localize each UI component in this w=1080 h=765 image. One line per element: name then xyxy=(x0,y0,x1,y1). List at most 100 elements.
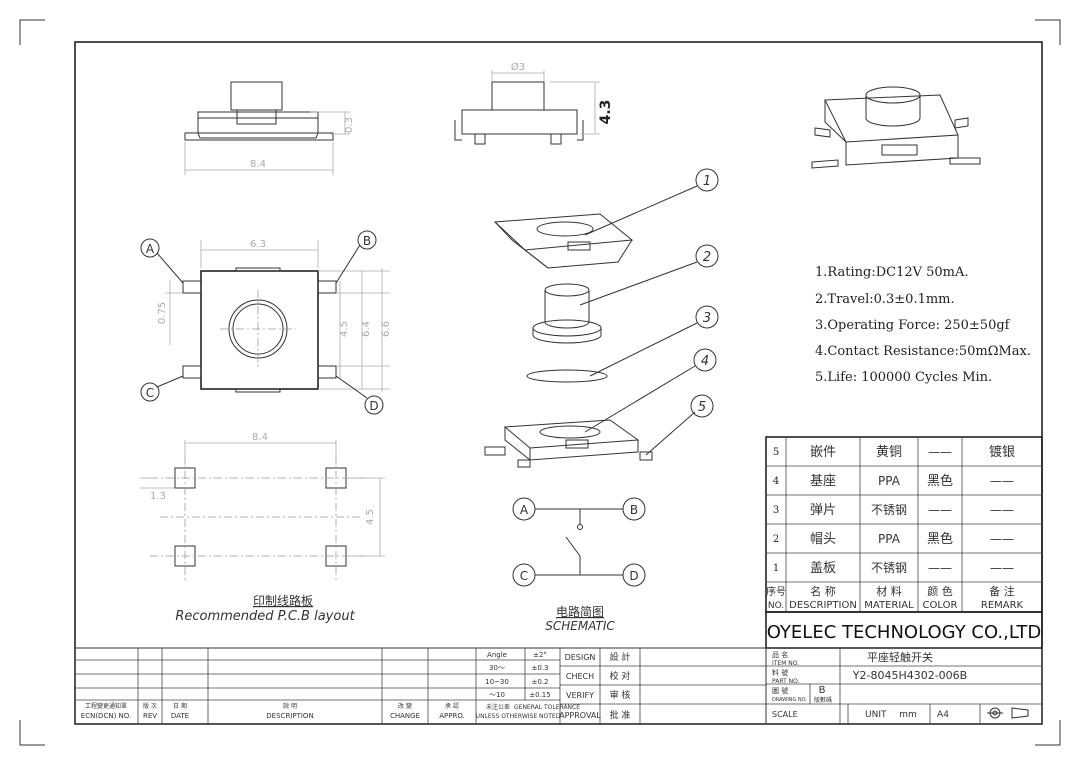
front-height-dim: 4.3 xyxy=(598,100,614,125)
change-label-en: CHANGE xyxy=(390,712,420,720)
item-label-en: ITEM NO. xyxy=(772,660,799,667)
title-block: OYELEC TECHNOLOGY CO.,LTD 品 名 ITEM NO. 平… xyxy=(765,611,1043,725)
pcb-width-dim: 8.4 xyxy=(252,432,268,443)
side-width-dim: 8.4 xyxy=(250,159,266,170)
bom-row-5-material: 黄铜 xyxy=(876,445,902,460)
part-label-en: PART NO. xyxy=(772,678,800,685)
approval-verify-en: VERIFY xyxy=(566,691,594,700)
part-number-2: 2 xyxy=(703,250,711,265)
bom-header-name-en: DESCRIPTION xyxy=(789,600,857,611)
pin-c-label: C xyxy=(146,386,154,400)
top-h3-dim: 6.6 xyxy=(381,321,392,337)
part-value: Y2-8045H4302-006B xyxy=(852,669,967,682)
spec-3: 3.Operating Force: 250±50gf xyxy=(815,318,1011,333)
top-h2-dim: 6.4 xyxy=(361,321,372,337)
tol-10-30-value: ±0.2 xyxy=(532,678,549,686)
top-left-dim: 0.75 xyxy=(157,302,168,324)
pcb-layout: 8.4 1.3 4.5 印制线路板 Recommended P.C.B layo… xyxy=(140,432,385,624)
bom-row-1-material: 不锈钢 xyxy=(871,561,907,575)
bom-row-2-material: PPA xyxy=(878,532,901,546)
bom-header-material-cn: 材 料 xyxy=(876,584,902,598)
bom-row-1-remark: —— xyxy=(990,561,1014,575)
bom-row-5-name: 嵌件 xyxy=(810,445,836,460)
pcb-caption-en: Recommended P.C.B layout xyxy=(175,609,355,624)
bom-header-no-en: NO. xyxy=(768,601,784,611)
appro-label-cn: 承 認 xyxy=(445,702,459,710)
tol-10-30: 10~30 xyxy=(485,678,509,686)
approval-check-en: CHECH xyxy=(566,672,594,681)
bom-header-material-en: MATERIAL xyxy=(864,600,914,611)
bom-row-3-name: 弹片 xyxy=(810,503,836,518)
tol-30: 30～ xyxy=(489,664,505,672)
bom-row-1-no: 1 xyxy=(773,563,779,574)
bom-row-5-color: —— xyxy=(928,445,952,459)
approval-design-en: DESIGN xyxy=(565,653,596,662)
sheet-size: A4 xyxy=(937,710,949,720)
desc-label-en: DESCRIPTION xyxy=(266,712,313,720)
schematic-b: B xyxy=(630,503,638,517)
drawing-label-en: DRAWING NO. xyxy=(772,697,807,703)
drawing-label-cn: 圖 號 xyxy=(772,686,788,695)
bom-header-remark-cn: 备 注 xyxy=(989,584,1015,598)
bom-header-no-cn: 序号 xyxy=(766,585,786,598)
drawing-value: B xyxy=(819,685,826,696)
tol-unless: UNLESS OTHERWISE NOTED xyxy=(476,713,561,720)
version-label-cn: 版數碼 xyxy=(814,696,832,704)
schematic-a: A xyxy=(520,503,529,517)
tol-30-value: ±0.3 xyxy=(532,664,549,672)
bom-row-4-no: 4 xyxy=(773,476,779,487)
part-label-cn: 料 號 xyxy=(772,668,788,677)
tol-angle-value: ±2° xyxy=(533,651,547,659)
schematic-caption-cn: 电路简图 xyxy=(556,604,604,619)
pcb-height-dim: 4.5 xyxy=(365,509,376,525)
front-view: Ø3 4.3 xyxy=(454,61,614,145)
bom-row-2-no: 2 xyxy=(773,534,779,545)
part-number-3: 3 xyxy=(703,311,711,326)
desc-label-cn: 說 明 xyxy=(283,702,297,710)
side-height-dim: 0.3 xyxy=(344,117,355,133)
revision-block: Angle ±2° 30～ ±0.3 10~30 ±0.2 ～10 ±0.15 … xyxy=(74,647,767,725)
bom-row-3-no: 3 xyxy=(773,505,779,516)
corner-marks xyxy=(19,19,1061,746)
item-value: 平座轻触开关 xyxy=(867,650,933,664)
schematic-caption-en: SCHEMATIC xyxy=(545,619,615,633)
bom-table: 5 嵌件 黄铜 —— 镀银 4 基座 PPA 黑色 —— 3 弹片 不锈钢 ——… xyxy=(765,436,1043,613)
bom-row-3-color: —— xyxy=(928,503,952,517)
spec-1: 1.Rating:DC12V 50mA. xyxy=(815,265,969,280)
spec-4: 4.Contact Resistance:50mΩMax. xyxy=(815,344,1031,359)
bom-header-remark-en: REMARK xyxy=(981,600,1024,611)
bom-row-3-material: 不锈钢 xyxy=(871,503,907,517)
pcb-pad-dim: 1.3 xyxy=(150,491,166,502)
approval-check-cn: 校 对 xyxy=(610,670,631,682)
schematic-d: D xyxy=(629,569,638,583)
change-label-cn: 改 變 xyxy=(398,702,412,710)
item-label-cn: 品 名 xyxy=(772,650,788,659)
bom-row-4-color: 黑色 xyxy=(927,473,953,489)
bom-row-2-color: 黑色 xyxy=(927,531,953,547)
scale-label: SCALE xyxy=(772,710,798,719)
unit-label: UNIT xyxy=(865,710,887,720)
bom-row-4-material: PPA xyxy=(878,474,901,488)
bom-row-5-no: 5 xyxy=(773,447,779,458)
company-name: OYELEC TECHNOLOGY CO.,LTD xyxy=(767,622,1042,643)
approval-verify-cn: 审 核 xyxy=(610,689,631,701)
tol-10-value: ±0.15 xyxy=(529,691,550,699)
schematic: A B C D 电路简图 SCHEMATIC xyxy=(512,497,646,633)
pin-a-label: A xyxy=(146,242,155,256)
rev-label-en: REV xyxy=(143,712,157,720)
bom-row-2-name: 帽头 xyxy=(810,531,836,547)
bom-row-4-name: 基座 xyxy=(810,474,836,489)
bom-header-color-en: COLOR xyxy=(923,600,958,611)
bom-row-3-remark: —— xyxy=(990,503,1014,517)
tol-angle: Angle xyxy=(487,651,507,659)
tol-note-cn: 未注公差 xyxy=(486,703,510,711)
bom-header-name-cn: 名 称 xyxy=(810,584,836,598)
pin-d-label: D xyxy=(369,399,378,413)
front-diam-dim: Ø3 xyxy=(511,61,525,73)
pin-b-label: B xyxy=(363,234,371,248)
bom-row-4-remark: —— xyxy=(990,474,1014,488)
rev-label-cn: 版 次 xyxy=(143,702,157,710)
appro-label-en: APPRO. xyxy=(439,712,465,720)
approval-approval-en: APPROVAL xyxy=(559,711,601,720)
